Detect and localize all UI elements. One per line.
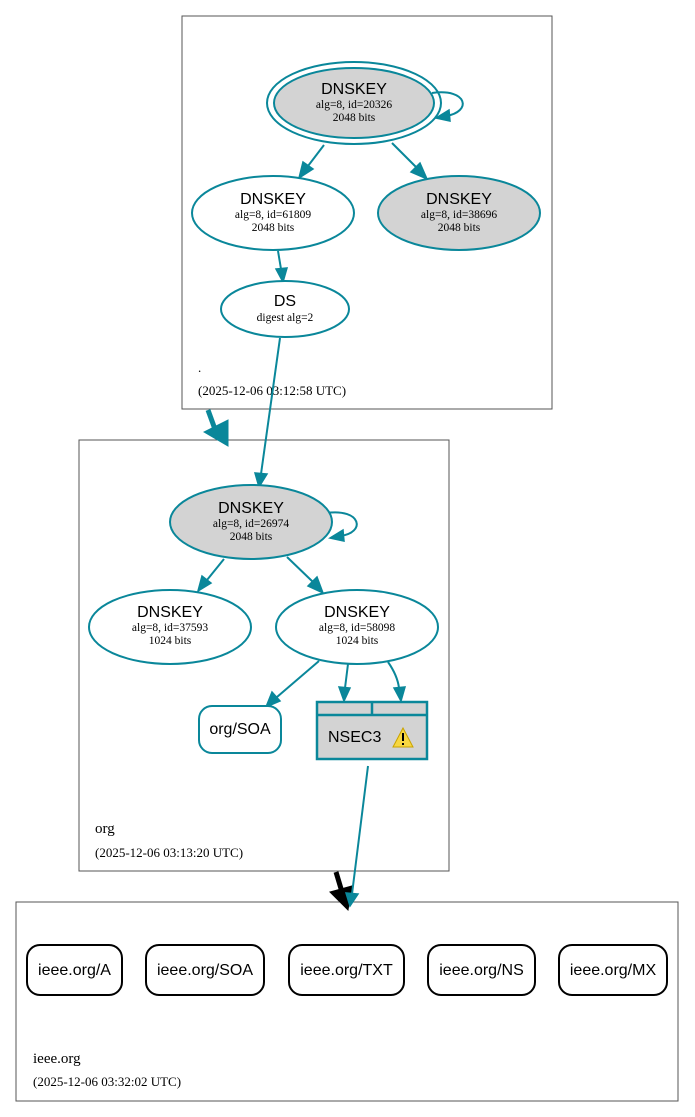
edge-org-zsk-nsec3-b bbox=[387, 661, 400, 689]
node-title: DS bbox=[274, 293, 296, 310]
delegation-arrow-org-ieee bbox=[329, 871, 353, 912]
zone-org-name: org bbox=[95, 821, 115, 837]
org-soa-node[interactable]: org/SOA bbox=[198, 705, 282, 754]
edge-root-zsk-ds bbox=[277, 250, 282, 270]
arrowhead bbox=[264, 690, 282, 709]
edge-ds-org-ksk bbox=[260, 337, 281, 475]
edge-org-ksk-zsk bbox=[286, 556, 314, 583]
node-detail: alg=8, id=26974 bbox=[213, 518, 289, 530]
node-detail: alg=8, id=58098 bbox=[319, 622, 395, 634]
rrset-list: ieee.org/A ieee.org/SOA ieee.org/TXT iee… bbox=[26, 944, 668, 996]
node-title: DNSKEY bbox=[240, 191, 306, 208]
rrset-ieee-soa[interactable]: ieee.org/SOA bbox=[145, 944, 265, 996]
zone-ieee-timestamp: (2025-12-06 03:32:02 UTC) bbox=[33, 1074, 181, 1089]
rrset-ieee-a[interactable]: ieee.org/A bbox=[26, 944, 123, 996]
node-detail: digest alg=2 bbox=[257, 312, 314, 324]
node-detail: alg=8, id=20326 bbox=[316, 99, 392, 111]
edge-nsec3-ieee bbox=[351, 765, 369, 895]
node-size: 2048 bits bbox=[230, 531, 273, 543]
root-ksk-node[interactable]: DNSKEY alg=8, id=20326 2048 bits bbox=[266, 61, 442, 145]
rrset-ieee-ns[interactable]: ieee.org/NS bbox=[427, 944, 536, 996]
org-ksk-node[interactable]: DNSKEY alg=8, id=26974 2048 bits bbox=[169, 484, 333, 560]
edges bbox=[196, 91, 464, 908]
node-detail: alg=8, id=37593 bbox=[132, 622, 208, 634]
edge-org-ksk-key2 bbox=[206, 558, 225, 581]
node-size: 2048 bits bbox=[252, 222, 295, 234]
node-label: NSEC3 bbox=[328, 729, 381, 746]
arrowhead bbox=[392, 686, 407, 703]
nsec3-node[interactable]: NSEC3 bbox=[315, 700, 429, 761]
node-detail: alg=8, id=38696 bbox=[421, 209, 497, 221]
rrset-label: ieee.org/NS bbox=[439, 962, 524, 979]
rrset-label: ieee.org/SOA bbox=[157, 962, 253, 979]
node-title: DNSKEY bbox=[321, 81, 387, 98]
edge-org-ksk-self bbox=[325, 511, 358, 537]
node-size: 1024 bits bbox=[336, 635, 379, 647]
rrset-ieee-mx[interactable]: ieee.org/MX bbox=[558, 944, 668, 996]
zone-org-timestamp: (2025-12-06 03:13:20 UTC) bbox=[95, 845, 243, 860]
arrowhead bbox=[253, 472, 269, 489]
node-title: DNSKEY bbox=[218, 500, 284, 517]
arrowhead bbox=[337, 686, 352, 703]
edge-org-zsk-soa bbox=[276, 660, 320, 698]
arrowhead bbox=[409, 161, 429, 181]
zone-ieee: ieee.org (2025-12-06 03:32:02 UTC) bbox=[15, 901, 679, 1102]
root-ds-node[interactable]: DS digest alg=2 bbox=[220, 280, 350, 338]
root-key3-node[interactable]: DNSKEY alg=8, id=38696 2048 bits bbox=[377, 175, 541, 251]
node-title: DNSKEY bbox=[137, 604, 203, 621]
arrowhead bbox=[306, 575, 325, 595]
rrset-label: ieee.org/TXT bbox=[300, 962, 393, 979]
org-zsk-node[interactable]: DNSKEY alg=8, id=58098 1024 bits bbox=[275, 589, 439, 665]
arrowhead bbox=[196, 574, 213, 593]
edge-root-ksk-key3 bbox=[391, 142, 418, 169]
zone-ieee-box bbox=[15, 901, 679, 1102]
node-size: 1024 bits bbox=[149, 635, 192, 647]
zone-root-name: . bbox=[198, 360, 201, 375]
node-size: 2048 bits bbox=[333, 112, 376, 124]
rrset-label: ieee.org/A bbox=[38, 962, 111, 979]
root-zsk-node[interactable]: DNSKEY alg=8, id=61809 2048 bits bbox=[191, 175, 355, 251]
rrset-label: ieee.org/MX bbox=[570, 962, 657, 979]
node-title: DNSKEY bbox=[324, 604, 390, 621]
edge-root-ksk-self bbox=[431, 91, 464, 117]
node-label: org/SOA bbox=[209, 721, 271, 738]
arrowhead bbox=[297, 160, 315, 180]
delegation-arrow-root-org bbox=[202, 409, 229, 447]
edge-org-zsk-nsec3-a bbox=[344, 663, 349, 689]
rrset-ieee-txt[interactable]: ieee.org/TXT bbox=[288, 944, 405, 996]
arrowhead bbox=[274, 267, 289, 284]
edge-root-ksk-zsk bbox=[307, 144, 325, 167]
warning-triangle-icon bbox=[392, 726, 414, 748]
node-size: 2048 bits bbox=[438, 222, 481, 234]
arrowhead bbox=[344, 892, 360, 908]
node-title: DNSKEY bbox=[426, 191, 492, 208]
zone-ieee-name: ieee.org bbox=[33, 1051, 81, 1067]
org-key2-node[interactable]: DNSKEY alg=8, id=37593 1024 bits bbox=[88, 589, 252, 665]
arrowhead bbox=[434, 108, 451, 122]
node-detail: alg=8, id=61809 bbox=[235, 209, 311, 221]
arrowhead bbox=[328, 528, 345, 542]
